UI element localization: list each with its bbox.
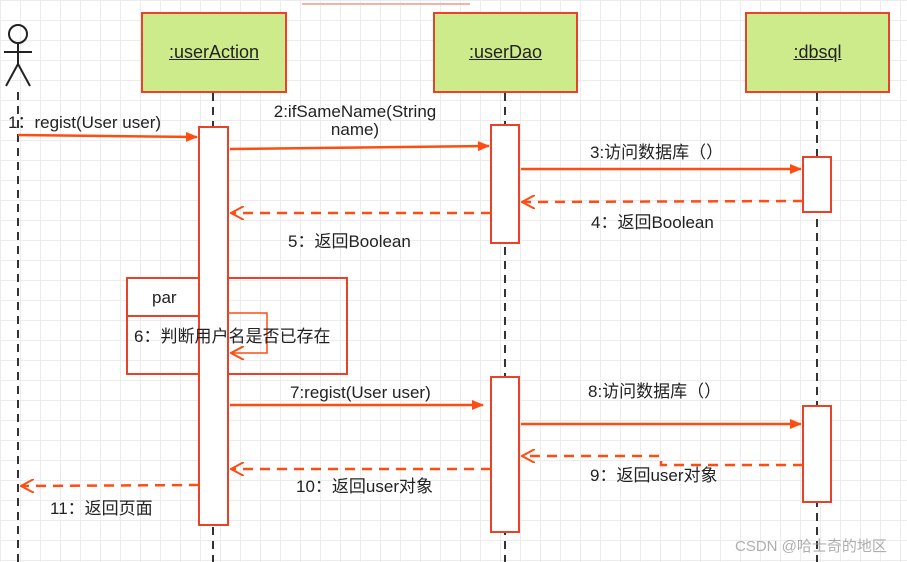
message-5-label: 5：返回Boolean	[288, 232, 411, 251]
dbsql-activation-2	[802, 405, 832, 503]
lifeline-head-userdao: :userDao	[433, 12, 578, 93]
lifeline-label-dbsql: :dbsql	[793, 42, 842, 62]
message-4-label: 4：返回Boolean	[591, 213, 714, 232]
message-6-label: 6：判断用户名是否已存在	[134, 327, 331, 346]
message-9-label: 9：返回user对象	[590, 466, 718, 485]
dbsql-activation-1	[802, 156, 832, 213]
lifeline-label-useraction: :userAction	[168, 42, 260, 62]
message-1-arrow	[17, 131, 198, 142]
watermark: CSDN @哈士奇的地区	[735, 538, 887, 555]
message-7-label: 7:regist(User user)	[290, 383, 431, 402]
message-11-arrow	[21, 485, 200, 486]
message-2-arrow	[229, 141, 490, 152]
message-4-arrow	[522, 201, 804, 202]
message-11-label: 11：返回页面	[50, 499, 153, 518]
par-fragment-frame	[126, 277, 348, 375]
message-3-label: 3:访问数据库（）	[590, 143, 724, 162]
userdao-activation-1	[490, 124, 520, 244]
lifeline-head-useraction: :userAction	[141, 12, 287, 93]
par-fragment-label: par	[152, 288, 177, 307]
message-9-arrow	[522, 456, 803, 467]
message-8-label: 8:访问数据库（）	[588, 382, 722, 401]
userdao-activation-2	[490, 376, 520, 533]
lifeline-head-dbsql: :dbsql	[745, 12, 890, 93]
message-10-label: 10：返回user对象	[296, 477, 433, 496]
message-1-label: 1：regist(User user)	[8, 113, 162, 132]
self-message-arrow	[228, 312, 268, 353]
actor-icon	[4, 24, 32, 87]
useraction-activation	[198, 126, 229, 526]
message-2-label: 2:ifSameName(String name)	[273, 102, 437, 139]
lifeline-label-userdao: :userDao	[468, 42, 543, 62]
